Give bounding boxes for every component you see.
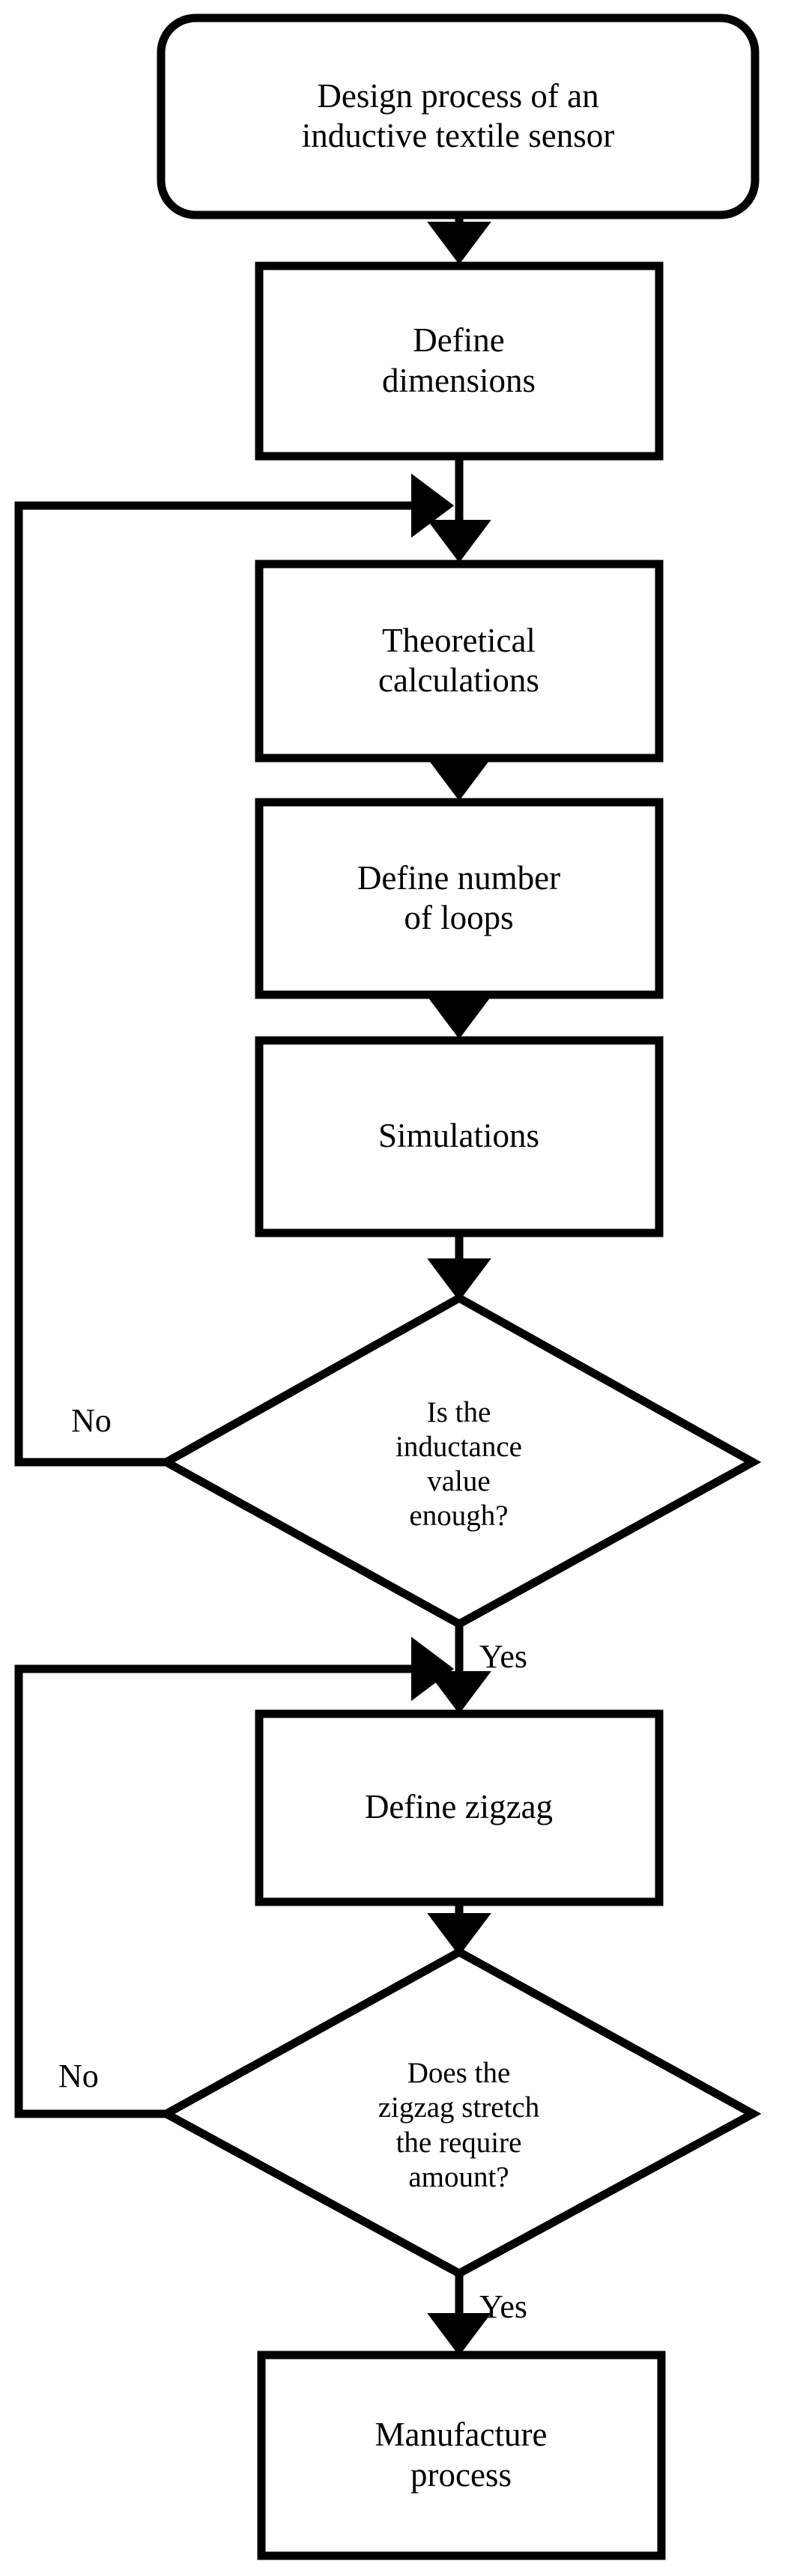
node-decision2-shape (157, 1947, 762, 2279)
edge-label-no-1: No (71, 1402, 112, 1439)
edge-label-yes-1: Yes (479, 1638, 528, 1675)
node-decision1-shape (157, 1293, 762, 1629)
node-start-shape (157, 13, 760, 219)
node-simulations-shape (255, 1036, 664, 1237)
edge-label-yes-2: Yes (479, 2288, 528, 2325)
node-theory-shape (255, 560, 664, 763)
node-dimensions-shape (255, 261, 664, 461)
edge-decision1-no-loopback (14, 473, 455, 1467)
node-manufacture-shape (257, 2351, 666, 2560)
node-loops-shape (255, 798, 664, 999)
node-zigzag-shape (255, 1709, 664, 1906)
edge-label-no-2: No (58, 2058, 99, 2094)
edge-decision2-no-loopback (14, 1637, 455, 2118)
